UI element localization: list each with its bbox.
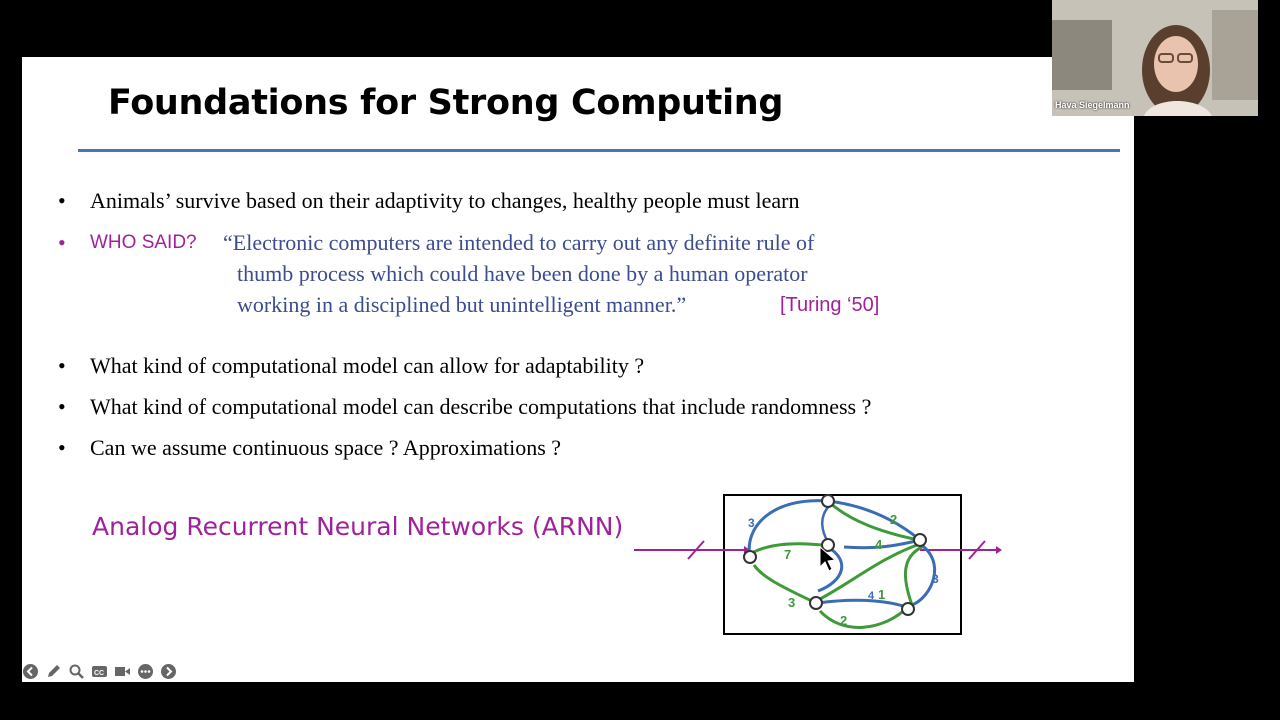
presentation-controls: CC <box>22 659 177 683</box>
node <box>809 596 823 610</box>
svg-text:CC: CC <box>94 670 104 677</box>
edge-green <box>818 605 910 629</box>
search-icon[interactable] <box>68 663 85 680</box>
node <box>913 533 927 547</box>
arnn-label: Analog Recurrent Neural Networks (ARNN) <box>92 512 624 541</box>
edge-label: 2 <box>840 613 847 628</box>
title-divider <box>78 149 1120 152</box>
edge-blue <box>827 499 921 542</box>
output-arrowhead <box>996 546 1002 554</box>
bullet-dot: • <box>58 353 66 378</box>
edge-green <box>903 545 923 606</box>
bullet-dot: • <box>58 188 66 213</box>
edge-label: 4 <box>875 537 883 552</box>
participant-avatar <box>1052 0 1258 116</box>
output-slash <box>968 540 986 560</box>
node <box>821 494 835 508</box>
captions-icon[interactable]: CC <box>91 663 108 680</box>
edge-label: 3 <box>748 516 755 530</box>
participant-video-tile[interactable]: Hava Siegelmann <box>1052 0 1258 116</box>
forward-icon[interactable] <box>160 663 177 680</box>
pen-icon[interactable] <box>45 663 62 680</box>
quote-line-1: “Electronic computers are intended to ca… <box>223 230 815 255</box>
edge-label: 2 <box>890 512 897 527</box>
quote-line-2: thumb process which could have been done… <box>237 261 808 286</box>
slide-title: Foundations for Strong Computing <box>108 83 784 123</box>
who-said-label: WHO SAID? <box>90 232 197 253</box>
edge-label: 1 <box>878 587 885 602</box>
mouse-cursor-icon <box>819 545 837 572</box>
edge-green <box>829 501 915 541</box>
back-icon[interactable] <box>22 663 39 680</box>
bullet-dot: • <box>58 435 66 460</box>
edge-blue <box>747 499 829 558</box>
node <box>901 602 915 616</box>
edge-blue <box>843 538 921 550</box>
bullet-text: What kind of computational model can all… <box>90 353 645 378</box>
quote-citation: [Turing ‘50] <box>780 294 880 316</box>
edge-blue <box>911 542 937 607</box>
arnn-diagram: 3 2 7 4 3 1 4 3 2 <box>634 494 1002 635</box>
participant-name: Hava Siegelmann <box>1055 100 1130 110</box>
node <box>743 550 757 564</box>
edge-label: 7 <box>784 547 791 562</box>
more-icon[interactable] <box>137 663 154 680</box>
slide: Foundations for Strong Computing • Anima… <box>22 57 1134 682</box>
edge-label: 3 <box>788 595 795 610</box>
bullet-dot: • <box>58 394 66 419</box>
bullet-dot: • <box>58 230 66 255</box>
edge-green <box>751 542 823 555</box>
bullet-text: Can we assume continuous space ? Approxi… <box>90 435 562 460</box>
edge-label: 4 <box>868 590 875 602</box>
edge-blue <box>817 598 907 609</box>
edge-label: 3 <box>932 572 939 586</box>
edge-blue <box>817 545 844 593</box>
quote-line-3: working in a disciplined but unintellige… <box>237 292 687 317</box>
edge-green <box>819 542 921 601</box>
edge-green <box>752 564 817 605</box>
bullet-text: Animals’ survive based on their adaptivi… <box>90 188 800 213</box>
bullet-text: What kind of computational model can des… <box>90 394 872 419</box>
input-slash <box>687 540 705 560</box>
video-icon[interactable] <box>114 663 131 680</box>
node <box>821 538 835 552</box>
